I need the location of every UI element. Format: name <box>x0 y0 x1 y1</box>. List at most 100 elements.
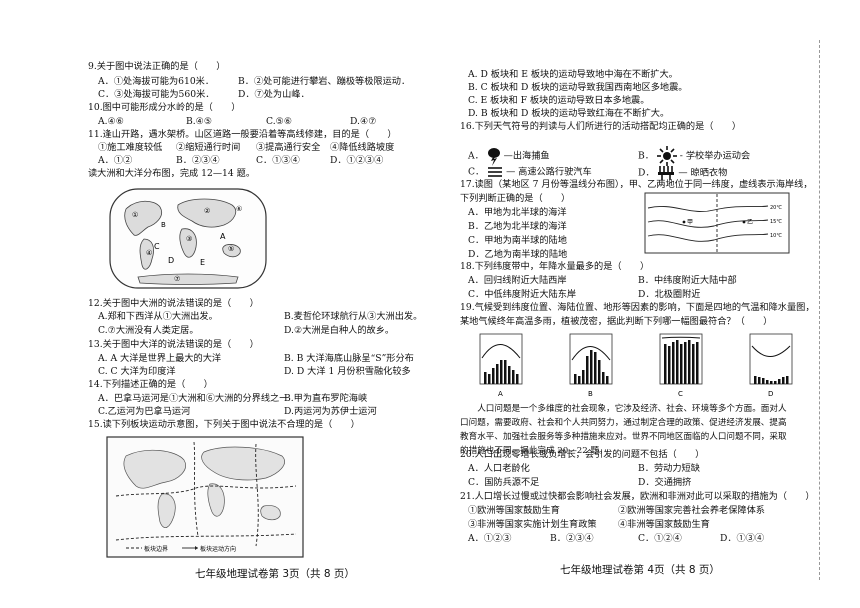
plate-map: 板块边界 板块运动方向 <box>106 436 304 558</box>
q11-item-1: ①施工难度较低 <box>98 142 163 153</box>
heavy-rain-weather-icon <box>658 166 675 180</box>
map1-label: ⑤ <box>228 245 234 253</box>
chart-label: A <box>498 390 503 398</box>
q11-item-4: ④降低线路坡度 <box>330 142 395 153</box>
q13-option-c: C. C 大洋为印度洋 <box>98 366 176 377</box>
plate-boundary <box>115 533 297 541</box>
q9-option-a: A．①处海拔可能为610米． <box>98 76 215 87</box>
chart-label: C <box>678 390 683 398</box>
isotherm-line <box>647 233 769 242</box>
q21-option-c: C．①②④ <box>638 533 682 544</box>
continents-oceans-map: B C D A E ① ② ③ ④ ⑤ ⑥ ⑦ <box>109 188 267 289</box>
q21-option-d: D．①③④ <box>720 533 765 544</box>
chart-label: B <box>588 390 593 398</box>
plate-boundary <box>115 485 297 497</box>
left-page: 9.关于图中说法正确的是（ ） A．①处海拔可能为610米． B．②处可能进行攀… <box>88 61 423 580</box>
climate-charts: A B C D <box>460 330 820 398</box>
label-yi: 乙 <box>747 219 753 226</box>
plate-boundary <box>255 443 259 547</box>
plate-boundary <box>193 441 199 537</box>
continent-shape <box>124 200 162 236</box>
q16-a-text: —出海捕鱼 <box>503 150 550 162</box>
q10-option-b: B.④⑤ <box>186 116 213 127</box>
isotherm-line <box>647 219 769 228</box>
q12-stem: 12.关于图中大洲的说法错误的是（ ） <box>88 298 259 309</box>
q14-option-c: C.乙运河为巴拿马运河 <box>98 406 191 417</box>
q20-option-b: B．劳动力短缺 <box>638 463 700 474</box>
q10-option-a: A.④⑥ <box>98 116 125 127</box>
map1-label: ⑦ <box>174 275 180 283</box>
q21-item-2: ②欧洲等国家完善社会养老保障体系 <box>618 505 765 516</box>
isotherm-label: 15℃ <box>770 219 782 225</box>
map1-label: B <box>161 221 166 229</box>
q10-option-c: C.⑤⑥ <box>266 116 293 127</box>
map1-label: ④ <box>146 249 152 257</box>
arrow-icon <box>195 546 198 550</box>
q16-d-text: — 晾晒衣物 <box>678 167 728 179</box>
q12-option-a: A.郑和下西洋从①大洲出发。 <box>98 311 218 322</box>
q15-stem: 15.读下列板块运动示意图，下列关于图中说法不合理的是（ ） <box>88 419 360 430</box>
point-jia <box>682 220 686 224</box>
q11-stem: 11.逢山开路，遇水架桥。山区道路一般要沿着等高线修建，目的是（ ） <box>88 129 397 140</box>
q21-option-a: A．①②③ <box>468 533 512 544</box>
q9-option-c: C．③处海拔可能为560米． <box>98 89 215 100</box>
map1-label: ③ <box>186 235 192 243</box>
map1-label: ① <box>132 211 138 219</box>
map1-label: C <box>154 242 160 251</box>
q17-option-d: D．乙地为南半球的陆地 <box>468 249 568 260</box>
continent-shape <box>137 273 239 285</box>
q21-option-b: B．②③④ <box>550 533 594 544</box>
climate-chart-d: D <box>749 333 793 398</box>
map1-label: ② <box>204 207 210 215</box>
q18-option-a: A．回归线附近大陆西岸 <box>468 275 567 286</box>
q11-option-c: C．①③④ <box>256 155 300 166</box>
q16-c-text: — 高速公路行驶汽车 <box>506 166 592 178</box>
q17-option-b: B．乙地为北半球的海洋 <box>468 221 567 232</box>
q20-stem: 20.人口出现零增长或负增长，会引发的问题不包括（ ） <box>460 449 705 460</box>
map1-label: ⑥ <box>236 205 242 213</box>
q13-option-b: B. B 大洋海底山脉呈“S”形分布 <box>284 353 414 364</box>
q17-option-c: C．甲地为南半球的陆地 <box>468 235 567 246</box>
q18-option-c: C．中低纬度附近大陆东岸 <box>468 289 577 300</box>
q12-option-b: B.麦哲伦环球航行从③大洲出发。 <box>284 311 423 322</box>
q15-option-c: C. E 板块和 F 板块的运动导致日本多地震。 <box>468 95 650 106</box>
isotherm-label: 20℃ <box>770 205 782 211</box>
q18-stem: 18.下列纬度带中，年降水量最多的是（ ） <box>460 261 650 272</box>
continent-shape <box>207 483 225 517</box>
q14-stem: 14.下列描述正确的是（ ） <box>88 379 213 390</box>
q16-option-c: C． — 高速公路行驶汽车 <box>468 166 592 178</box>
q12-option-d: D.②大洲是白种人的故乡。 <box>284 325 395 336</box>
q16-option-b: B． - 学校举办运动会 <box>638 146 750 166</box>
q19-stem-1: 19.气候受到纬度位置、海陆位置、地形等因素的影响，下面是四地的气温和降水量图， <box>460 302 815 313</box>
intro-12-14: 读大洲和大洋分布图，完成 12—14 题。 <box>88 168 256 179</box>
continent-shape <box>179 228 197 258</box>
map1-label: A <box>220 232 226 241</box>
fog-weather-icon <box>488 167 503 177</box>
q16-c-letter: C． <box>468 166 485 178</box>
q16-a-letter: A． <box>468 150 484 162</box>
continent-shape <box>177 198 237 228</box>
q21-item-1: ①欧洲等国家鼓励生育 <box>468 505 560 516</box>
page-footer-left: 七年级地理试卷第 3页（共 8 页） <box>195 568 355 580</box>
right-page: A. D 板块和 E 板块的运动导致地中海在不断扩大。 B. C 板块和 D 板… <box>430 0 860 608</box>
fold-line <box>819 40 821 580</box>
map1-label: E <box>200 258 205 267</box>
q13-option-d: D. D 大洋 1 月份积雪融化较多 <box>284 366 411 377</box>
isotherm-line <box>647 205 769 212</box>
q21-stem: 21.人口增长过慢或过快都会影响社会发展，欧洲和非洲对此可以采取的措施为（ ） <box>460 491 815 502</box>
climate-chart-c: C <box>659 333 703 398</box>
legend-movement: 板块运动方向 <box>200 545 236 553</box>
q14-option-d: D.丙运河为苏伊士运河 <box>284 406 377 417</box>
q16-option-d: D． — 晾晒衣物 <box>638 166 727 180</box>
q16-stem: 16.下列天气符号的判读与人们所进行的活动搭配均正确的是（ ） <box>460 121 742 132</box>
q11-item-3: ③提高通行安全 <box>256 142 321 153</box>
q15-option-d: D. B 板块和 D 板块的运动导致红海在不断扩大。 <box>468 108 670 119</box>
sunny-weather-icon <box>656 146 677 166</box>
legend-boundary: 板块边界 <box>144 545 168 553</box>
continent-shape <box>201 446 285 481</box>
climate-chart-a: A <box>479 333 523 398</box>
q16-option-a: A． —出海捕鱼 <box>468 146 550 166</box>
q17-stem-2: 下列判断正确的是（ ） <box>460 193 571 204</box>
q11-option-d: D．①②③④ <box>330 155 384 166</box>
continent-shape <box>157 493 176 529</box>
